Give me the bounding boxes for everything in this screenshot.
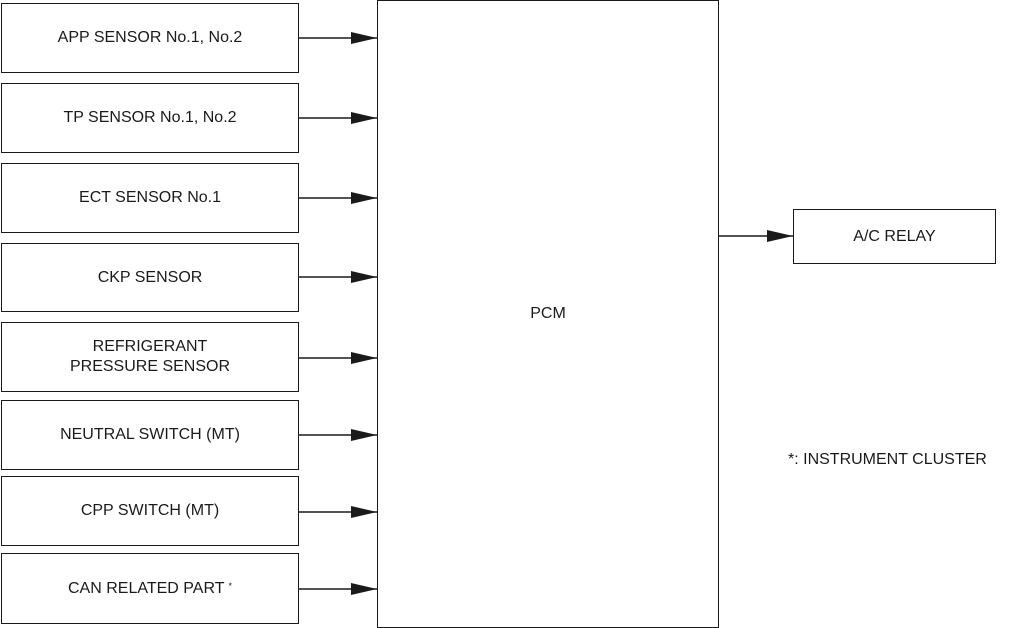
input-box-ckp-sensor: CKP SENSOR	[1, 243, 299, 312]
input-box-app-sensor: APP SENSOR No.1, No.2	[1, 3, 299, 73]
input-box-refrigerant-pressure-sensor: REFRIGERANT PRESSURE SENSOR	[1, 322, 299, 392]
ac-relay-label: A/C RELAY	[853, 227, 936, 245]
input-label: ECT SENSOR No.1	[79, 189, 221, 206]
input-box-cpp-switch: CPP SWITCH (MT)	[1, 476, 299, 546]
input-label: TP SENSOR No.1, No.2	[63, 109, 237, 126]
input-label: CKP SENSOR	[97, 268, 203, 286]
input-label: NEUTRAL SWITCH (MT)	[60, 426, 240, 443]
pcm-box: PCM	[377, 0, 719, 628]
input-label: APP SENSOR No.1, No.2	[57, 29, 243, 46]
footnote: *: INSTRUMENT CLUSTER	[788, 451, 987, 468]
input-label: CPP SWITCH (MT)	[80, 502, 220, 519]
ac-relay-box: A/C RELAY	[793, 209, 996, 264]
input-box-tp-sensor: TP SENSOR No.1, No.2	[1, 83, 299, 153]
input-box-ect-sensor: ECT SENSOR No.1	[1, 163, 299, 233]
input-box-neutral-switch: NEUTRAL SWITCH (MT)	[1, 400, 299, 470]
asterisk-marker: *	[228, 580, 232, 591]
pcm-label: PCM	[530, 305, 566, 322]
input-label: CAN RELATED PART	[68, 579, 225, 597]
input-label: REFRIGERANT PRESSURE SENSOR	[69, 338, 231, 375]
input-box-can-related-part: CAN RELATED PART*	[1, 553, 299, 624]
